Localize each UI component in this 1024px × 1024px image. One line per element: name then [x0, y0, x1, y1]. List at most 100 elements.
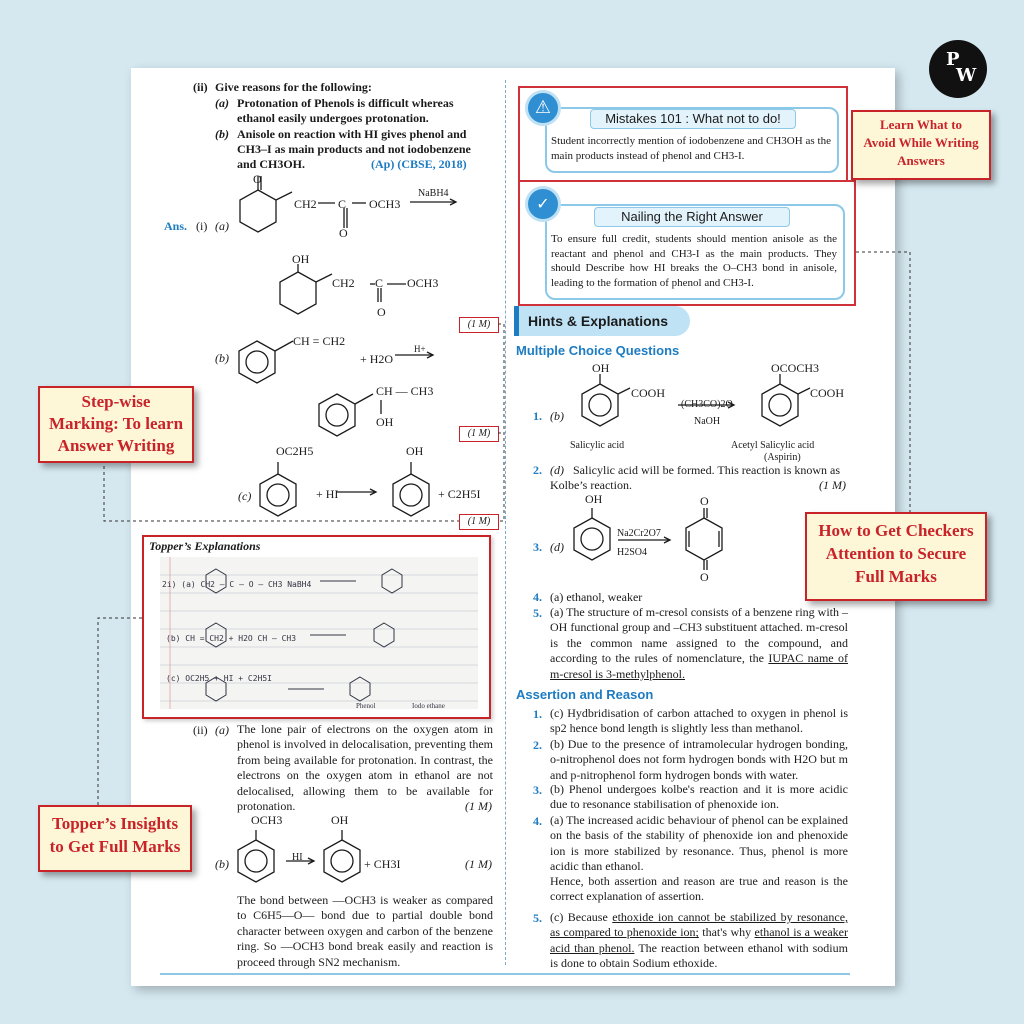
ar4-text: (a) The increased acidic behaviour of ph… [550, 813, 848, 874]
answer-ii-phenol-oh: OH [331, 813, 349, 827]
styrene-structure [238, 340, 435, 384]
callout-learn-line-1: Learn What to [879, 117, 963, 132]
assertion-reason-heading: Assertion and Reason [516, 687, 654, 702]
q3-oh: OH [585, 492, 603, 506]
product-oh: OH [376, 415, 394, 429]
callout-checkers-attention: How to Get Checkers Attention to Secure … [805, 512, 987, 601]
sulfuric-acid-reagent: H2SO4 [617, 547, 648, 558]
question-a-line1: Protonation of Phenols is difficult wher… [237, 96, 454, 110]
question-title: Give reasons for the following: [215, 80, 372, 94]
reagent-nabh4: NaBH4 [418, 188, 449, 199]
answer-ii-a-text: The lone pair of electrons on the oxygen… [237, 722, 493, 814]
callout-topper-line-2: to Get Full Marks [49, 837, 181, 856]
question-number: (ii) [193, 80, 208, 94]
q1-oh: OH [592, 361, 610, 375]
answer-c-label: (c) [238, 489, 252, 503]
topper-line-3: (c) OC2H5 + HI + C2H5I [166, 674, 272, 683]
q4-number: 4. [533, 590, 542, 604]
callout-stepwise-line-1: Step-wise [81, 392, 151, 411]
q1-answer: (b) [550, 409, 564, 423]
question-b-line1: Anisole on reaction with HI gives phenol… [237, 127, 467, 141]
q4-text: (a) ethanol, weaker [550, 590, 643, 604]
ester-oxygen: O [339, 226, 348, 240]
column-divider [505, 80, 506, 965]
bottom-rule [160, 973, 850, 975]
callout-stepwise-line-2: Marking: To learn [48, 414, 184, 433]
plus-ethyl-iodide: + C2H5I [438, 487, 481, 501]
logo-letter-p: P [946, 49, 960, 70]
hi-reagent: HI [292, 852, 303, 863]
phenol-oh: OH [406, 444, 424, 458]
q1-cooh: COOH [631, 386, 666, 400]
ar5-text-underline-1: ethoxide ion cannot be stabilized by res… [550, 910, 849, 940]
aspirin-label: (Aspirin) [764, 452, 801, 463]
answer-i-label: (i) [196, 219, 208, 233]
ar2-text: (b) Due to the presence of intramolecula… [550, 737, 848, 782]
answer-ii-label: (ii) [193, 723, 208, 737]
product-carbon: C [375, 276, 384, 290]
callout-learn-line-2: Avoid While Writing [863, 135, 979, 150]
hydroxyl-label: OH [292, 252, 310, 266]
ar5-text: (c) Because ethoxide ion cannot be stabi… [550, 910, 848, 972]
cyclohexanol-ester-structure [279, 264, 406, 315]
q2-text-line2: Kolbe’s reaction. [550, 478, 632, 492]
q5-text: (a) The structure of m-cresol consists o… [550, 605, 848, 682]
callout-learn-what-to-avoid: Learn What to Avoid While Writing Answer… [851, 110, 991, 180]
product-och3: OCH3 [407, 276, 439, 290]
callout-checkers-line-1: How to Get Checkers [818, 521, 974, 540]
product-ch2: CH2 [332, 276, 355, 290]
acetic-anhydride-reagent: (CH3CO)2O [681, 399, 733, 410]
answer-ii-b-label: (b) [215, 857, 229, 871]
callout-checkers-line-3: Full Marks [855, 567, 937, 586]
question-source: (Ap) (CBSE, 2018) [371, 157, 467, 171]
q1-number: 1. [533, 409, 542, 423]
acetyl-salicylic-label: Acetyl Salicylic acid [731, 440, 815, 451]
callout-learn-line-3: Answers [897, 153, 945, 168]
ar5-text-post: The reaction between ethanol with sodium… [550, 940, 848, 971]
question-b-label: (b) [215, 127, 229, 141]
plus-hi: + HI [316, 487, 339, 501]
ar4-number: 4. [533, 814, 542, 828]
ester-och3: OCH3 [369, 197, 401, 211]
ar5-text-pre: (c) Because [550, 910, 608, 924]
nailing-text: To ensure full credit, students should m… [551, 233, 837, 289]
callout-topper-insights: Topper’s Insights to Get Full Marks [38, 805, 192, 872]
topper-explanations-panel: Topper’s Explanations 2i) (a) [142, 535, 491, 719]
q2-mark: (1 M) [819, 478, 846, 492]
ar1-number: 1. [533, 707, 542, 721]
callout-topper-line-1: Topper’s Insights [51, 814, 179, 833]
ar5-text-underline-2: ethanol is a weaker acid than phenol. [550, 925, 848, 955]
mark-box-1: (1 M) [459, 317, 499, 333]
acetoxy-group: OCOCH3 [771, 361, 820, 375]
anisole-reaction [237, 830, 361, 883]
plus-methyl-iodide: + CH3I [364, 857, 401, 871]
q2-number: 2. [533, 463, 542, 477]
ar2-number: 2. [533, 738, 542, 752]
cyclohexanone-ester-structure [239, 176, 458, 233]
q3-number: 3. [533, 540, 542, 554]
topper-phenol-label: Phenol [356, 702, 376, 710]
pw-logo: P W [929, 40, 987, 98]
topper-line-2: (b) CH = CH2 + H2O CH — CH3 [166, 634, 297, 643]
mistakes-title: Mistakes 101 : What not to do! [590, 109, 796, 129]
topper-iodoethane-label: Iodo ethane [412, 702, 445, 710]
checkmark-badge-icon: ✓ [525, 186, 561, 222]
hints-title: Hints & Explanations [528, 313, 669, 329]
warning-icon: ⚠ [525, 90, 561, 126]
answer-ii-b-text: The bond between —OCH3 is weaker as comp… [237, 893, 493, 969]
ar5-text-mid: that's why [702, 925, 752, 940]
question-a-line2: ethanol easily undergoes protonation. [237, 111, 429, 125]
logo-letter-w: W [956, 65, 977, 86]
anisole-och3: OCH3 [251, 813, 283, 827]
phenylethanol-structure [318, 393, 382, 437]
ar4-text-2: Hence, both assertion and reason are tru… [550, 874, 848, 904]
quinone-oxygen-bottom: O [700, 570, 709, 584]
nailing-title: Nailing the Right Answer [594, 207, 790, 227]
topper-title: Topper’s Explanations [149, 539, 261, 553]
aspirin-synthesis [581, 374, 811, 427]
ch2-group: CH2 [294, 197, 317, 211]
mark-box-2: (1 M) [459, 426, 499, 442]
ar5-number: 5. [533, 911, 542, 925]
quinone-oxygen-top: O [700, 494, 709, 508]
phenol-oxidation [573, 508, 723, 570]
